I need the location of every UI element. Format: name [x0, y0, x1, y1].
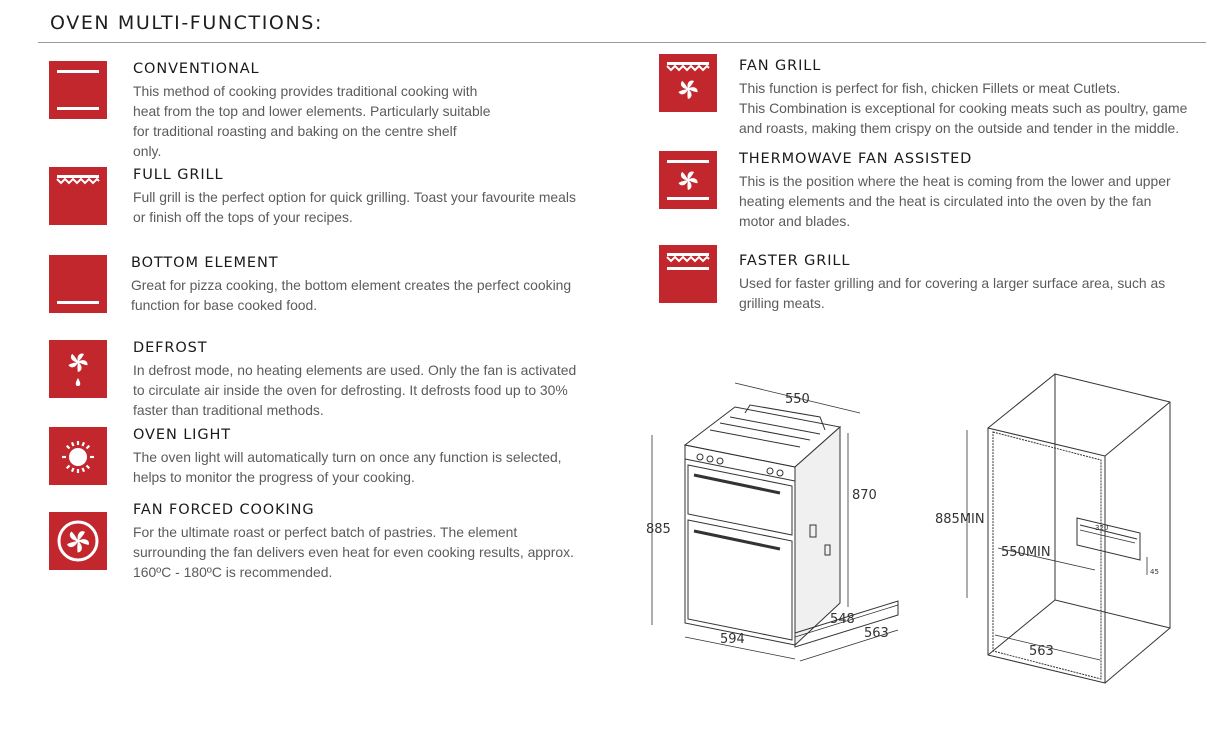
- fan-grill-icon: [659, 54, 717, 112]
- function-name: FAN GRILL: [739, 58, 822, 74]
- function-name: BOTTOM ELEMENT: [131, 255, 279, 271]
- function-name: FAN FORCED COOKING: [133, 502, 315, 518]
- function-description: This is the position where the heat is c…: [739, 173, 1171, 229]
- thermowave-icon: [659, 151, 717, 209]
- faster-grill-icon: [659, 245, 717, 303]
- function-description: Full grill is the perfect option for qui…: [133, 189, 576, 225]
- function-name: OVEN LIGHT: [133, 427, 232, 443]
- oven-height-left-label: 885: [646, 522, 671, 537]
- function-thermowave-fan-assisted: THERMOWAVE FAN ASSISTED This is the posi…: [659, 151, 1204, 231]
- full-grill-icon: [49, 167, 107, 225]
- cabinet-dimension-diagram: 885MIN 550MIN 563 320 45: [925, 370, 1205, 690]
- function-name: FULL GRILL: [133, 167, 224, 183]
- oven-depth-a-label: 548: [830, 612, 855, 627]
- function-name: DEFROST: [133, 340, 208, 356]
- function-description: Used for faster grilling and for coverin…: [739, 275, 1166, 311]
- oven-dimension-diagram: 550 870 885 548 563 594: [630, 375, 920, 675]
- function-faster-grill: FASTER GRILL Used for faster grilling an…: [659, 245, 1204, 313]
- function-name: CONVENTIONAL: [133, 61, 260, 77]
- function-full-grill: FULL GRILL Full grill is the perfect opt…: [49, 167, 609, 227]
- function-bottom-element: BOTTOM ELEMENT Great for pizza cooking, …: [49, 255, 609, 315]
- function-description: In defrost mode, no heating elements are…: [133, 362, 577, 418]
- oven-light-icon: [49, 427, 107, 485]
- function-description: The oven light will automatically turn o…: [133, 449, 562, 485]
- cabinet-cutout-height-label: 45: [1150, 568, 1159, 576]
- function-defrost: DEFROST In defrost mode, no heating elem…: [49, 340, 609, 420]
- cabinet-width-label: 550MIN: [1001, 545, 1051, 560]
- oven-depth-b-label: 563: [864, 626, 889, 641]
- function-description: This method of cooking provides traditio…: [133, 83, 491, 159]
- oven-height-right-label: 870: [852, 488, 877, 503]
- function-description: Great for pizza cooking, the bottom elem…: [131, 277, 572, 313]
- cabinet-height-label: 885MIN: [935, 512, 985, 527]
- defrost-icon: [49, 340, 107, 398]
- cabinet-cutout-width-label: 320: [1095, 524, 1108, 532]
- function-fan-forced-cooking: FAN FORCED COOKING For the ultimate roas…: [49, 502, 609, 582]
- cabinet-depth-label: 563: [1029, 644, 1054, 659]
- bottom-element-icon: [49, 255, 107, 313]
- title-divider: [38, 42, 1206, 43]
- oven-width-top-label: 550: [785, 392, 810, 407]
- fan-forced-icon: [49, 512, 107, 570]
- oven-width-bottom-label: 594: [720, 632, 745, 647]
- function-fan-grill: FAN GRILL This function is perfect for f…: [659, 54, 1204, 138]
- function-conventional: CONVENTIONAL This method of cooking prov…: [49, 61, 609, 159]
- function-description: This function is perfect for fish, chick…: [739, 80, 1188, 136]
- page-title: OVEN MULTI-FUNCTIONS:: [50, 12, 323, 34]
- function-name: FASTER GRILL: [739, 253, 851, 269]
- function-name: THERMOWAVE FAN ASSISTED: [739, 151, 973, 167]
- function-oven-light: OVEN LIGHT The oven light will automatic…: [49, 427, 609, 487]
- conventional-icon: [49, 61, 107, 119]
- function-description: For the ultimate roast or perfect batch …: [133, 524, 574, 580]
